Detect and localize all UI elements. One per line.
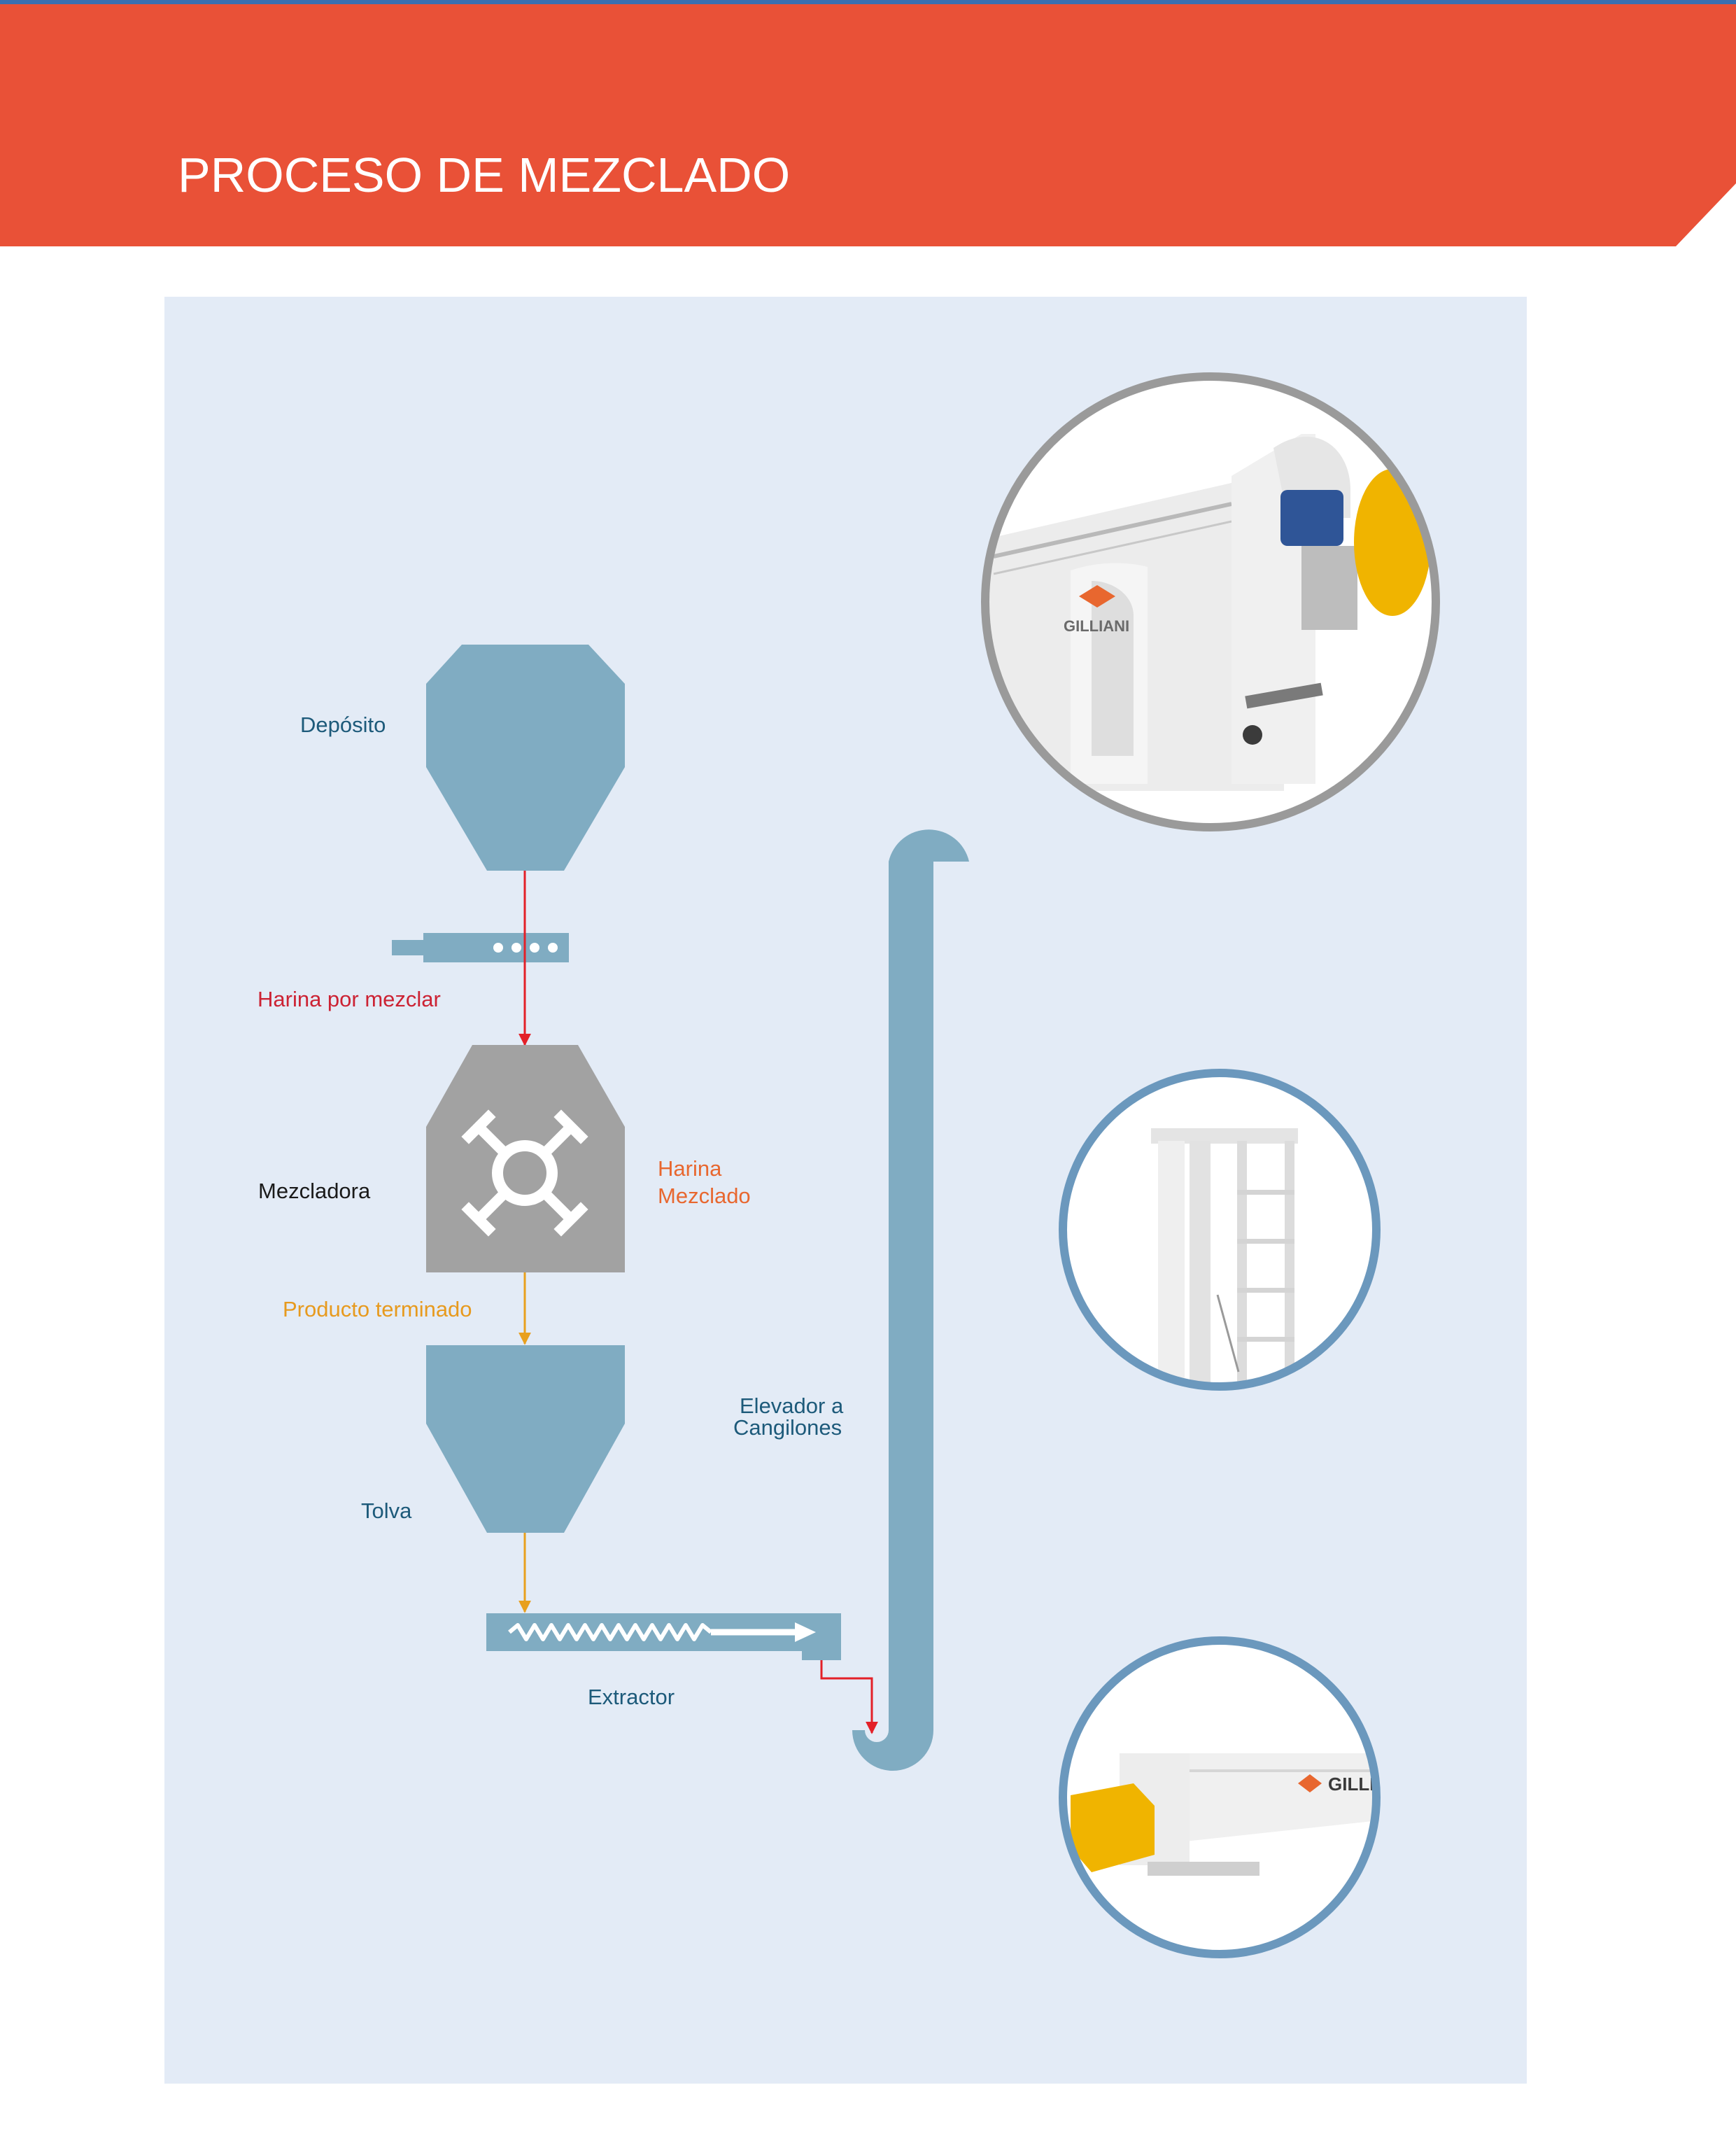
page-title: PROCESO DE MEZCLADO <box>178 148 791 202</box>
conveyor-brand-mark: GILLIA <box>1328 1774 1388 1795</box>
label-producto-terminado: Producto terminado <box>283 1297 472 1321</box>
flow-arrow-extractor-to-elevator <box>820 1660 878 1734</box>
label-elevador-a: Elevador a <box>740 1394 844 1418</box>
deposito-silo <box>426 645 625 871</box>
mixer-machine-photo: GILLIANI <box>981 372 1440 831</box>
top-accent-line <box>0 0 1736 4</box>
mezcladora-mixer <box>426 1045 625 1272</box>
extractor-screw-conveyor <box>486 1613 841 1660</box>
label-harina-por-mezclar: Harina por mezclar <box>257 987 441 1011</box>
label-extractor: Extractor <box>588 1685 675 1709</box>
feeder-gate <box>392 933 569 962</box>
label-cangilones: Cangilones <box>733 1415 842 1440</box>
label-tolva: Tolva <box>361 1498 412 1523</box>
label-mezcladora: Mezcladora <box>258 1179 371 1203</box>
bucket-elevator-photo <box>1059 1069 1381 1391</box>
tolva-hopper <box>426 1345 625 1533</box>
screw-conveyor-photo: GILLIA <box>1059 1636 1388 1958</box>
bucket-elevator <box>852 829 969 1771</box>
label-mezclado: Mezclado <box>658 1184 751 1208</box>
label-deposito: Depósito <box>300 713 386 737</box>
header-banner <box>0 4 1736 246</box>
label-harina: Harina <box>658 1156 722 1181</box>
mixer-brand-mark: GILLIANI <box>1064 617 1129 635</box>
